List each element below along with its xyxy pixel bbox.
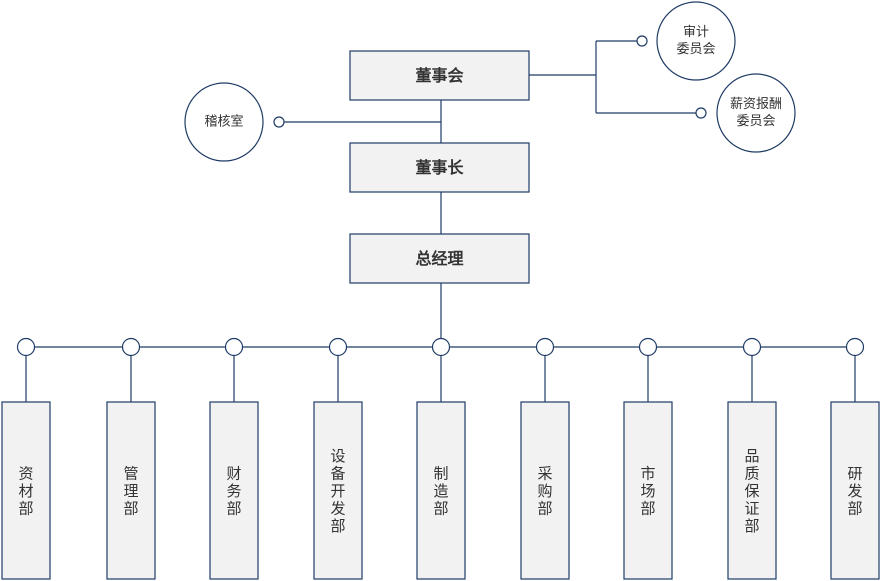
department-item: 市场部 — [623, 337, 673, 580]
audit-committee-node-label-line: 审计 — [683, 25, 709, 40]
department-box — [623, 401, 673, 580]
audit-office-node-label: 稽核室 — [204, 114, 243, 130]
compensation-committee-node-circle — [716, 73, 796, 153]
department-label: 财务部 — [226, 465, 241, 518]
department-box — [313, 401, 363, 580]
department-item: 设备开发部 — [313, 337, 363, 580]
department-label: 采购部 — [537, 465, 552, 518]
department-box — [106, 401, 156, 580]
department-junction-dot — [535, 337, 555, 357]
compensation-committee-node-label-line: 委员会 — [736, 114, 775, 129]
department-box — [830, 401, 880, 580]
department-junction-dot — [16, 337, 36, 357]
department-label: 设备开发部 — [330, 447, 345, 535]
department-box — [416, 401, 466, 580]
audit-office-node: 稽核室 — [184, 82, 264, 162]
department-item: 管理部 — [106, 337, 156, 580]
department-label: 市场部 — [640, 465, 655, 518]
department-label: 资材部 — [18, 465, 33, 518]
general-manager-box: 总经理 — [349, 233, 530, 284]
department-item: 研发部 — [830, 337, 880, 580]
department-junction-dot — [431, 337, 451, 357]
audit-committee-connector-dot — [636, 35, 648, 47]
department-box — [209, 401, 259, 580]
department-item: 采购部 — [520, 337, 570, 580]
department-label: 研发部 — [847, 465, 862, 518]
department-junction-dot — [638, 337, 658, 357]
department-item: 财务部 — [209, 337, 259, 580]
department-box — [727, 401, 777, 580]
chairman-label: 董事长 — [415, 158, 464, 177]
board-box-rect — [349, 50, 530, 101]
board-label: 董事会 — [415, 66, 463, 85]
general-manager-label: 总经理 — [415, 249, 463, 268]
general-manager-box-rect — [349, 233, 530, 284]
department-label: 管理部 — [123, 465, 138, 518]
chairman-box: 董事长 — [349, 142, 530, 193]
department-box — [520, 401, 570, 580]
department-junction-dot — [121, 337, 141, 357]
department-junction-dot — [224, 337, 244, 357]
audit-committee-node-circle — [656, 1, 736, 81]
department-label: 品质保证部 — [744, 447, 759, 535]
audit-office-node-circle — [184, 82, 264, 162]
audit-committee-node-label-line: 委员会 — [676, 42, 715, 57]
compensation-committee-node-label-line: 薪资报酬 — [730, 97, 782, 112]
department-item: 制造部 — [416, 337, 466, 580]
department-junction-dot — [742, 337, 762, 357]
compensation-committee-connector-dot — [695, 107, 707, 119]
board-box: 董事会 — [349, 50, 530, 101]
department-junction-dot — [328, 337, 348, 357]
audit-office-connector-dot — [273, 116, 285, 128]
department-item: 资材部 — [1, 337, 51, 580]
department-box — [1, 401, 51, 580]
chairman-box-rect — [349, 142, 530, 193]
department-row: 资材部 管理部 财务部 设备开发部 制造部 采购部 市场部 品质保证部 研发部 — [1, 337, 880, 580]
department-item: 品质保证部 — [727, 337, 777, 580]
department-label: 制造部 — [433, 465, 448, 518]
department-junction-dot — [845, 337, 865, 357]
